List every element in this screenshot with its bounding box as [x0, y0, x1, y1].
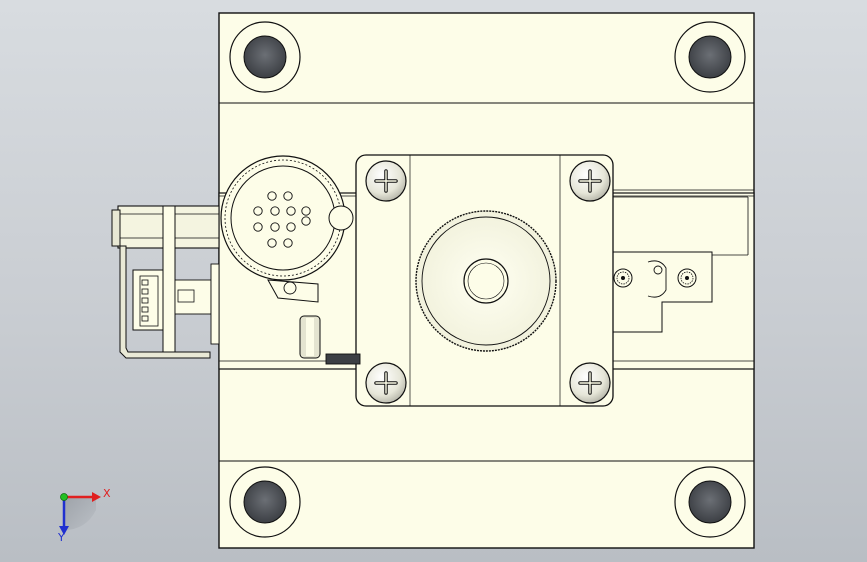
- bracket-screw-right-icon: [677, 268, 697, 288]
- motor-gear: [415, 210, 557, 352]
- mounting-hole-top-right: [674, 21, 746, 93]
- motor-screw-bottom-right-icon: [569, 362, 611, 404]
- y-axis-label: Y: [58, 531, 65, 544]
- motor-screw-top-right-icon: [569, 160, 611, 202]
- bracket-screw-left-icon: [613, 268, 633, 288]
- mounting-hole-bottom-left: [229, 466, 301, 538]
- origin-icon: [60, 493, 68, 501]
- motor-screw-top-left-icon: [365, 160, 407, 202]
- mounting-hole-top-left: [229, 21, 301, 93]
- sensor-bracket: [111, 205, 220, 359]
- circular-connector: [220, 155, 354, 303]
- motor-screw-bottom-left-icon: [365, 362, 407, 404]
- x-axis-label: X: [103, 487, 111, 500]
- mounting-hole-bottom-right: [674, 466, 746, 538]
- locating-pin: [299, 315, 361, 365]
